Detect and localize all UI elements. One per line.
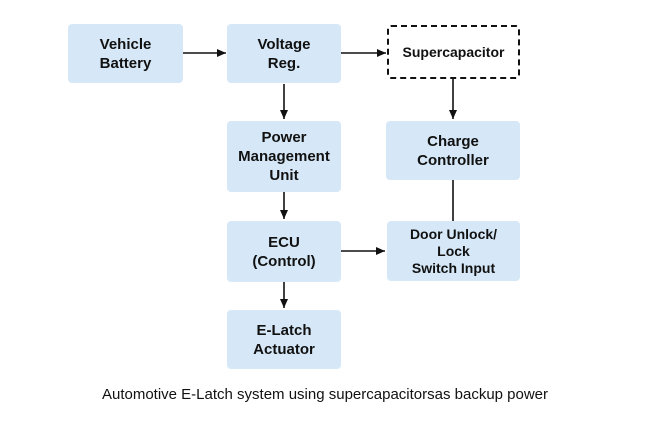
- door-switch-input-box: Door Unlock/ Lock Switch Input: [387, 221, 520, 281]
- diagram-caption: Automotive E-Latch system using supercap…: [101, 386, 549, 403]
- vehicle-battery-box: Vehicle Battery: [68, 24, 183, 83]
- charge-controller-box: Charge Controller: [386, 121, 520, 180]
- voltage-regulator-box: Voltage Reg.: [227, 24, 341, 83]
- ecu-box: ECU (Control): [227, 221, 341, 282]
- supercapacitor-box: Supercapacitor: [387, 25, 520, 79]
- power-management-unit-box: Power Management Unit: [227, 121, 341, 192]
- e-latch-actuator-box: E-Latch Actuator: [227, 310, 341, 369]
